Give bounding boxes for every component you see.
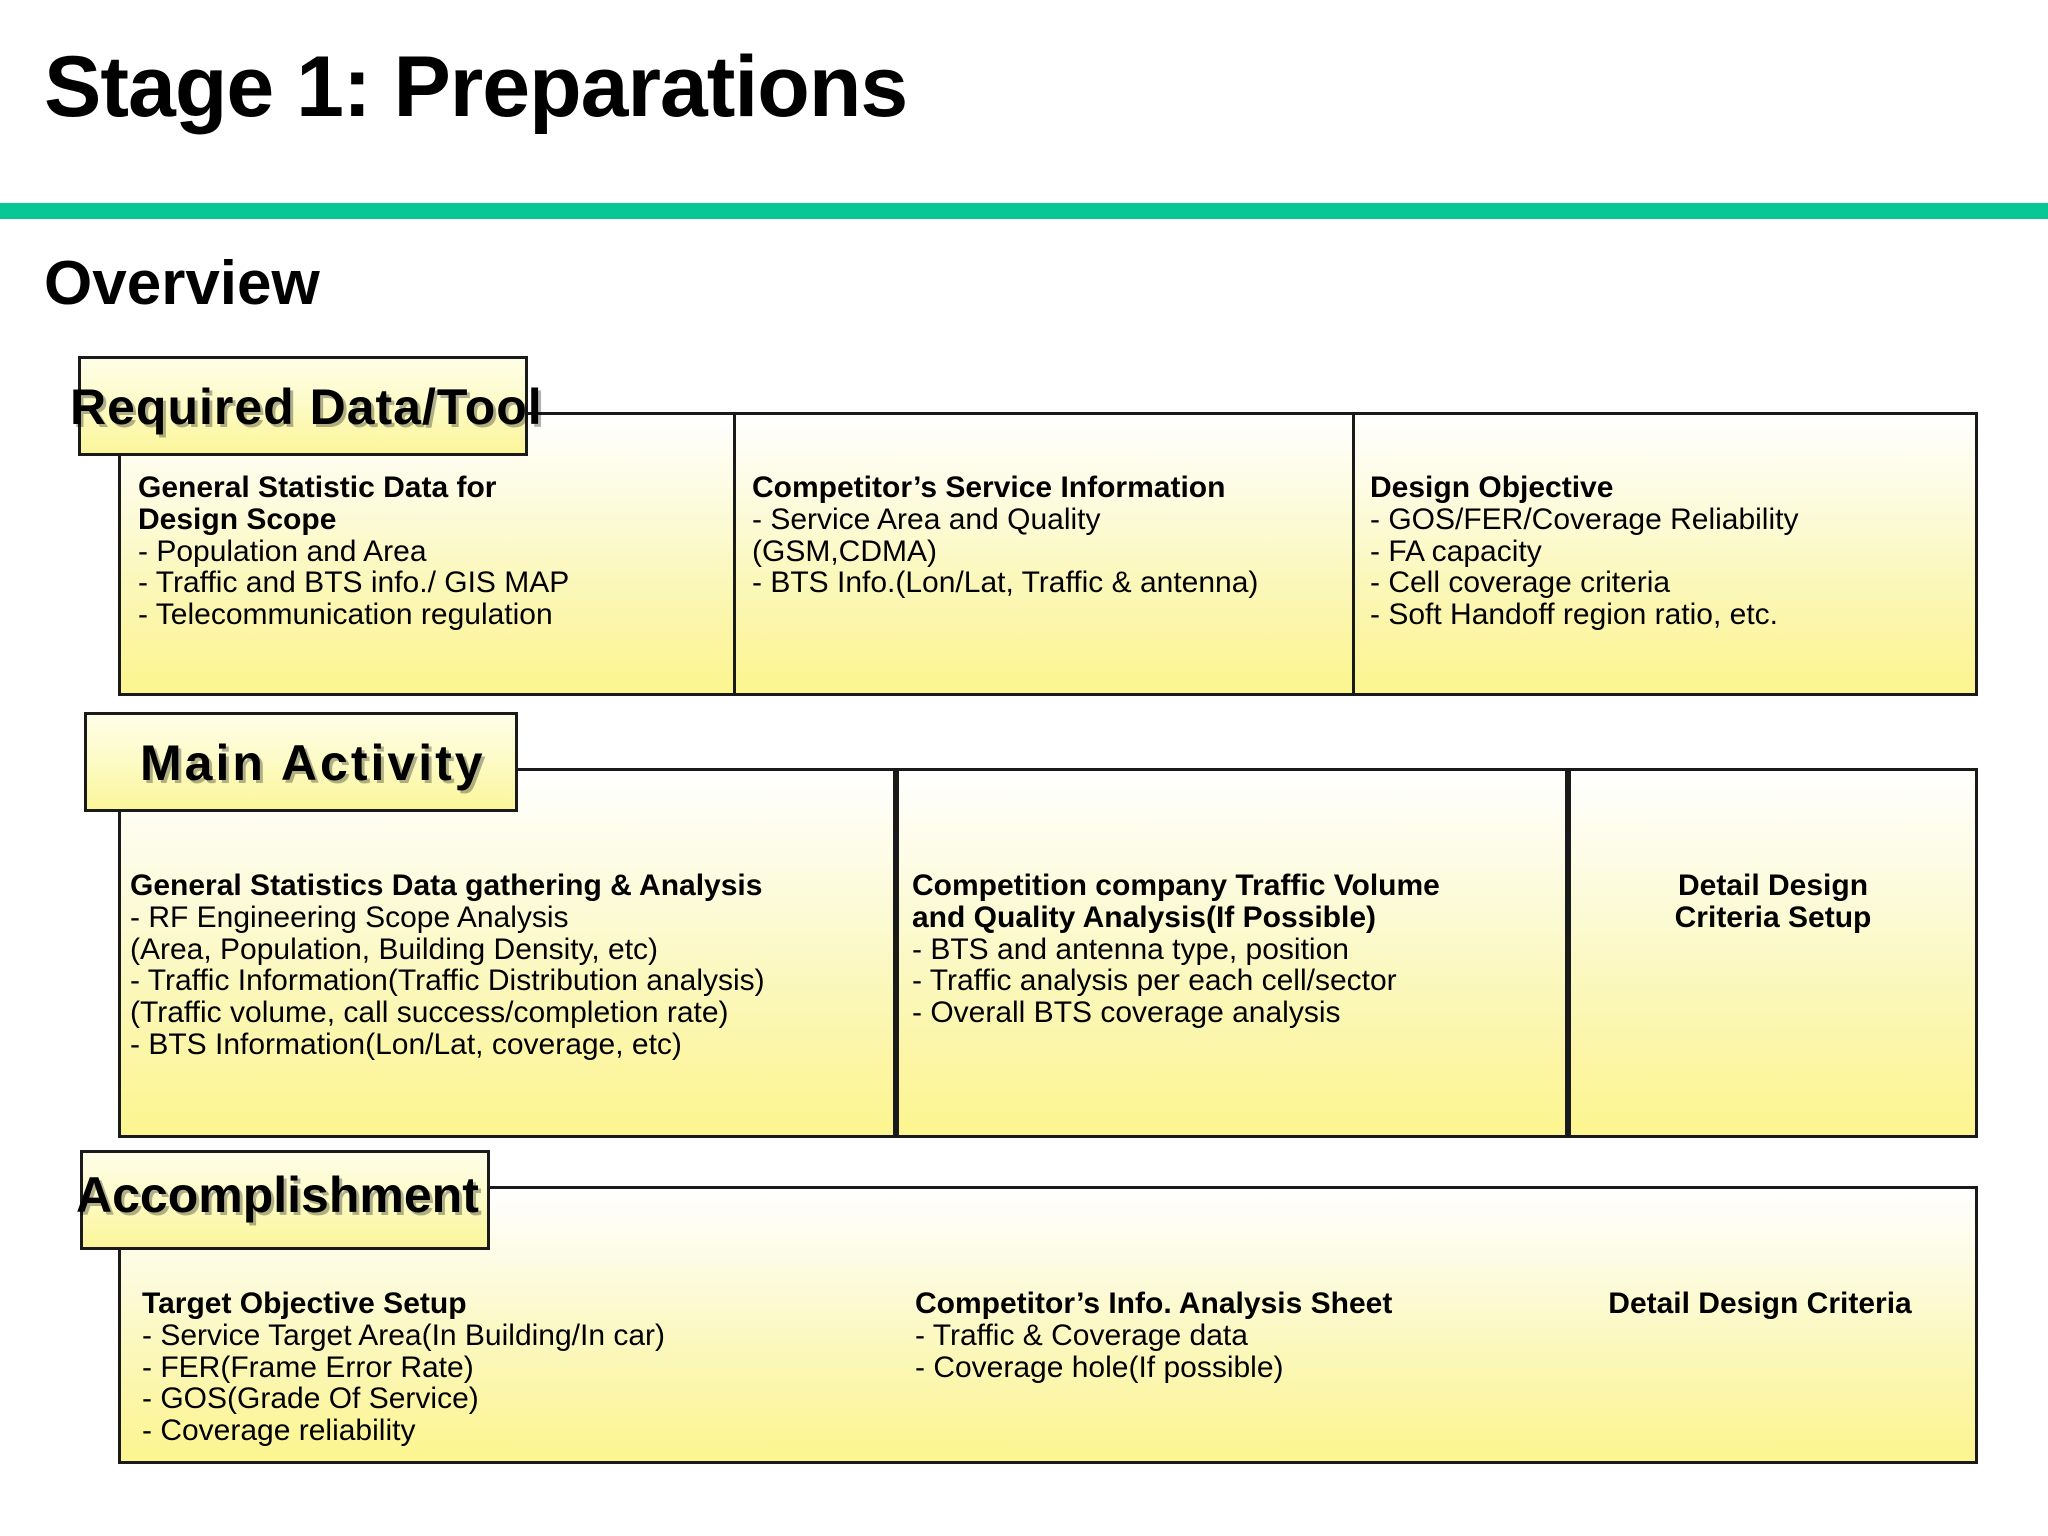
row1-divider-2 [1352, 412, 1355, 696]
column-heading-line: Competition company Traffic Volume [912, 869, 1440, 902]
title-divider-rule [0, 203, 2048, 219]
column-heading-line: Competitor’s Service Information [752, 471, 1226, 504]
column-bullet: - Coverage reliability [142, 1414, 416, 1448]
column-detail-design-criteria-setup: Detail Design Criteria Setup [1578, 870, 1968, 934]
column-bullet: - GOS(Grade Of Service) [142, 1382, 479, 1416]
section-tab-required-data-tool [78, 356, 528, 456]
section-tab-label-required-data-tool: Required Data/Tool [70, 379, 543, 435]
main-activity-panel-col2 [896, 768, 1568, 1138]
main-activity-panel-col3 [1568, 768, 1978, 1138]
column-bullet: - Service Area and Quality [752, 502, 1101, 536]
column-heading-line: Target Objective Setup [142, 1287, 467, 1320]
required-data-tool-panel [118, 412, 1978, 696]
column-heading-line: Design Objective [1370, 471, 1614, 504]
column-bullet: (Traffic volume, call success/completion… [130, 996, 729, 1030]
column-bullet: - Traffic and BTS info./ GIS MAP [138, 566, 570, 600]
column-target-objective-setup: Target Objective Setup - Service Target … [142, 1288, 842, 1447]
column-bullet: - BTS Info.(Lon/Lat, Traffic & antenna) [752, 566, 1259, 600]
column-general-statistics-gathering: General Statistics Data gathering & Anal… [130, 870, 890, 1061]
page-subtitle: Overview [44, 249, 320, 318]
column-detail-design-criteria: Detail Design Criteria [1560, 1288, 1960, 1320]
column-competitors-service-information: Competitor’s Service Information - Servi… [752, 472, 1342, 599]
column-general-statistic-data: General Statistic Data for Design Scope … [138, 472, 718, 631]
column-bullet: - GOS/FER/Coverage Reliability [1370, 502, 1799, 536]
column-heading-line: Competitor’s Info. Analysis Sheet [915, 1287, 1393, 1320]
column-heading-line: General Statistics Data gathering & Anal… [130, 869, 763, 902]
section-tab-accomplishment [80, 1150, 490, 1250]
column-heading-line: and Quality Analysis(If Possible) [912, 900, 1377, 934]
column-bullet: - Cell coverage criteria [1370, 566, 1671, 600]
column-bullet: - BTS Information(Lon/Lat, coverage, etc… [130, 1027, 682, 1061]
column-bullet: - Overall BTS coverage analysis [912, 996, 1341, 1030]
column-bullet: (GSM,CDMA) [752, 534, 937, 568]
column-bullet: - Traffic Information(Traffic Distributi… [130, 964, 765, 998]
column-design-objective: Design Objective - GOS/FER/Coverage Reli… [1370, 472, 1970, 631]
column-bullet: - Traffic analysis per each cell/sector [912, 964, 1397, 998]
column-bullet: - Telecommunication regulation [138, 598, 553, 632]
page-title: Stage 1: Preparations [44, 39, 908, 135]
column-heading-line: Criteria Setup [1674, 900, 1872, 934]
section-tab-label-accomplishment: Accomplishment [76, 1167, 479, 1223]
column-bullet: - FER(Frame Error Rate) [142, 1350, 474, 1384]
row1-divider-1 [733, 412, 736, 696]
column-heading-line: General Statistic Data for [138, 471, 497, 504]
column-bullet: - Soft Handoff region ratio, etc. [1370, 598, 1779, 632]
column-heading-line: Detail Design Criteria [1608, 1287, 1912, 1320]
main-activity-panel-col1 [118, 768, 896, 1138]
column-bullet: - Coverage hole(If possible) [915, 1350, 1284, 1384]
column-bullet: - RF Engineering Scope Analysis [130, 900, 569, 934]
column-competition-company-traffic: Competition company Traffic Volume and Q… [912, 870, 1562, 1029]
column-bullet: - Service Target Area(In Building/In car… [142, 1318, 666, 1352]
column-bullet: - BTS and antenna type, position [912, 932, 1349, 966]
column-bullet: - FA capacity [1370, 534, 1542, 568]
column-heading-line: Detail Design [1677, 869, 1869, 902]
column-competitors-info-analysis-sheet: Competitor’s Info. Analysis Sheet - Traf… [915, 1288, 1535, 1383]
column-heading-line: Design Scope [138, 502, 337, 536]
column-bullet: - Traffic & Coverage data [915, 1318, 1248, 1352]
section-tab-main-activity [84, 712, 518, 812]
column-bullet: (Area, Population, Building Density, etc… [130, 932, 659, 966]
section-tab-label-main-activity: Main Activity [140, 735, 486, 791]
column-bullet: - Population and Area [138, 534, 427, 568]
